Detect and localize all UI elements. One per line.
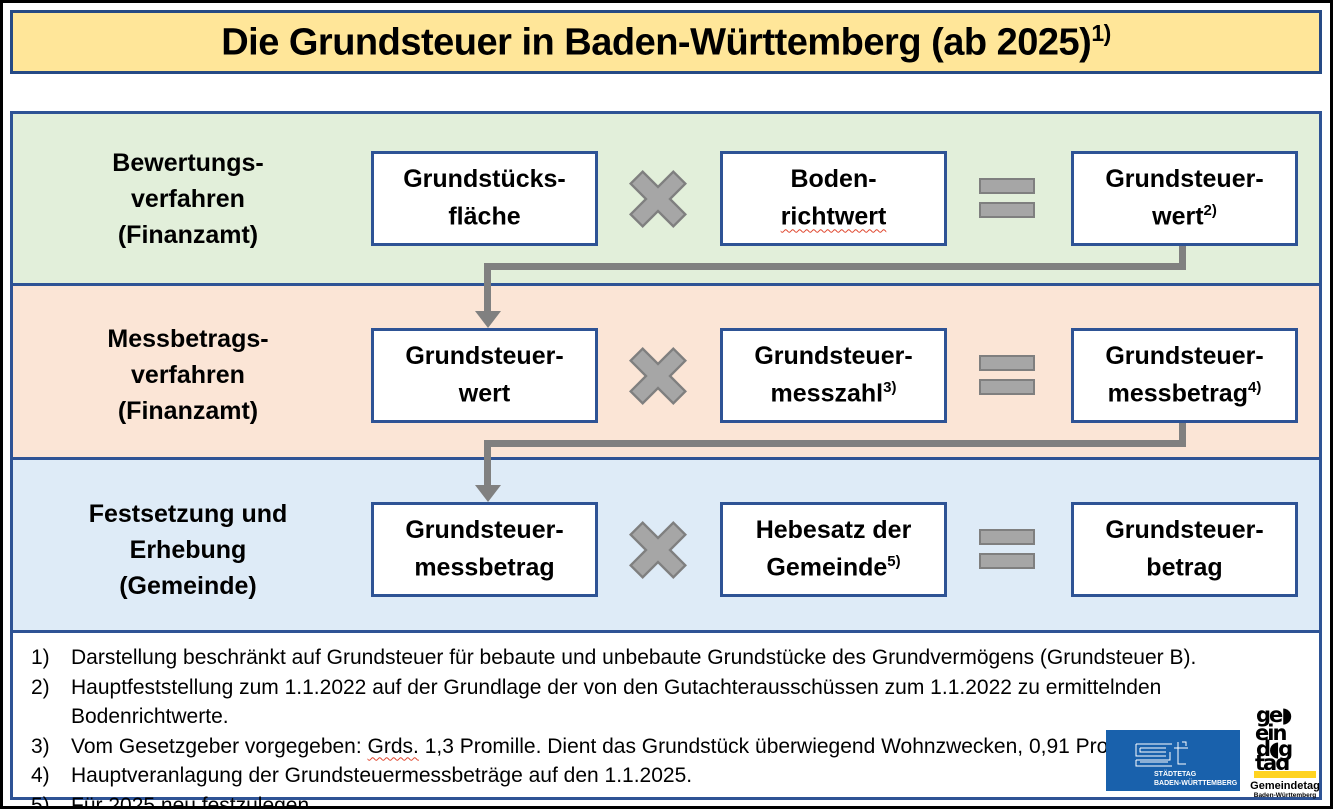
footnote-ref-5: 5): [887, 553, 901, 571]
equals-icon: [979, 178, 1035, 218]
node-hebesatz-gemeinde: Hebesatz der Gemeinde5): [720, 502, 947, 597]
footnote-2: 2) Hauptfeststellung zum 1.1.2022 auf de…: [31, 675, 1162, 729]
down-arrow-icon: [475, 311, 501, 328]
spellcheck-underline: Grds.: [367, 734, 419, 758]
gemeindetag-yellow-bar: [1254, 771, 1316, 778]
svg-text:ein: ein: [1255, 721, 1286, 745]
footnote-3: 3) Vom Gesetzgeber vorgegeben: Grds. 1,3…: [31, 734, 1158, 758]
title-banner: Die Grundsteuer in Baden-Württemberg (ab…: [10, 10, 1322, 74]
svg-text:tag: tag: [1255, 751, 1289, 770]
svg-text:d◖g: d◖g: [1256, 737, 1292, 761]
connector-1-vertical: [484, 263, 491, 312]
multiply-icon: [628, 346, 688, 406]
node-grundstuecksflaeche: Grundstücks- fläche: [371, 151, 598, 246]
multiply-icon: [628, 169, 688, 229]
node-grundsteuermessbetrag-input: Grundsteuer- messbetrag: [371, 502, 598, 597]
gemeindetag-region: Baden-Württemberg: [1253, 792, 1317, 799]
node-grundsteuerwert-input: Grundsteuer- wert: [371, 328, 598, 423]
staedtetag-logo: STÄDTETAG BADEN-WÜRTTEMBERG: [1106, 730, 1240, 791]
node-grundsteuerbetrag-result: Grundsteuer- betrag: [1071, 502, 1298, 597]
footnote-1: 1) Darstellung beschränkt auf Grundsteue…: [31, 646, 1197, 669]
gemeindetag-name: Gemeindetag: [1250, 780, 1320, 792]
node-grundsteuermessbetrag-result: Grundsteuer- messbetrag4): [1071, 328, 1298, 423]
page-title: Die Grundsteuer in Baden-Württemberg (ab…: [221, 20, 1111, 65]
page-title-footnote-ref: 1): [1091, 19, 1111, 46]
footnote-5: 5) Für 2025 neu festzulegen.: [31, 793, 316, 809]
footnote-ref-4: 4): [1248, 379, 1262, 397]
footnote-ref-2: 2): [1203, 202, 1217, 220]
gemeindetag-logo: ge◗ ein d◖g tag Gemeindetag Baden-Württe…: [1250, 704, 1320, 800]
connector-2-vertical: [484, 440, 491, 486]
connector-2-stub: [1179, 423, 1186, 447]
down-arrow-icon: [475, 485, 501, 502]
equals-icon: [979, 529, 1035, 569]
equals-icon: [979, 355, 1035, 395]
connector-2-horizontal: [484, 440, 1186, 447]
footnote-ref-3: 3): [883, 379, 897, 397]
connector-1-stub: [1179, 246, 1186, 270]
connector-1-horizontal: [484, 263, 1186, 270]
spellcheck-underline: richtwert: [780, 202, 887, 231]
row-label-festsetzung-erhebung: Festsetzung und Erhebung (Gemeinde): [88, 500, 288, 600]
node-grundsteuerwert-result: Grundsteuer- wert2): [1071, 151, 1298, 246]
row-label-messbetragsverfahren: Messbetrags- verfahren (Finanzamt): [107, 325, 269, 425]
node-grundsteuermesszahl: Grundsteuer- messzahl3): [720, 328, 947, 423]
staedtetag-line1: STÄDTETAG: [1154, 770, 1197, 778]
footnotes-panel: 1) Darstellung beschränkt auf Grundsteue…: [10, 630, 1322, 806]
node-bodenrichtwert: Boden- richtwert: [720, 151, 947, 246]
row-label-bewertungsverfahren: Bewertungs- verfahren (Finanzamt): [112, 149, 264, 249]
svg-text:ge◗: ge◗: [1256, 704, 1291, 727]
multiply-icon: [628, 520, 688, 580]
gemeindetag-pattern-icon: ge◗ ein d◖g tag: [1254, 704, 1316, 770]
page-title-text: Die Grundsteuer in Baden-Württemberg (ab…: [221, 21, 1092, 64]
footnote-4: 4) Hauptveranlagung der Grundsteuermessb…: [31, 764, 693, 787]
staedtetag-line2: BADEN-WÜRTTEMBERG: [1154, 778, 1238, 787]
